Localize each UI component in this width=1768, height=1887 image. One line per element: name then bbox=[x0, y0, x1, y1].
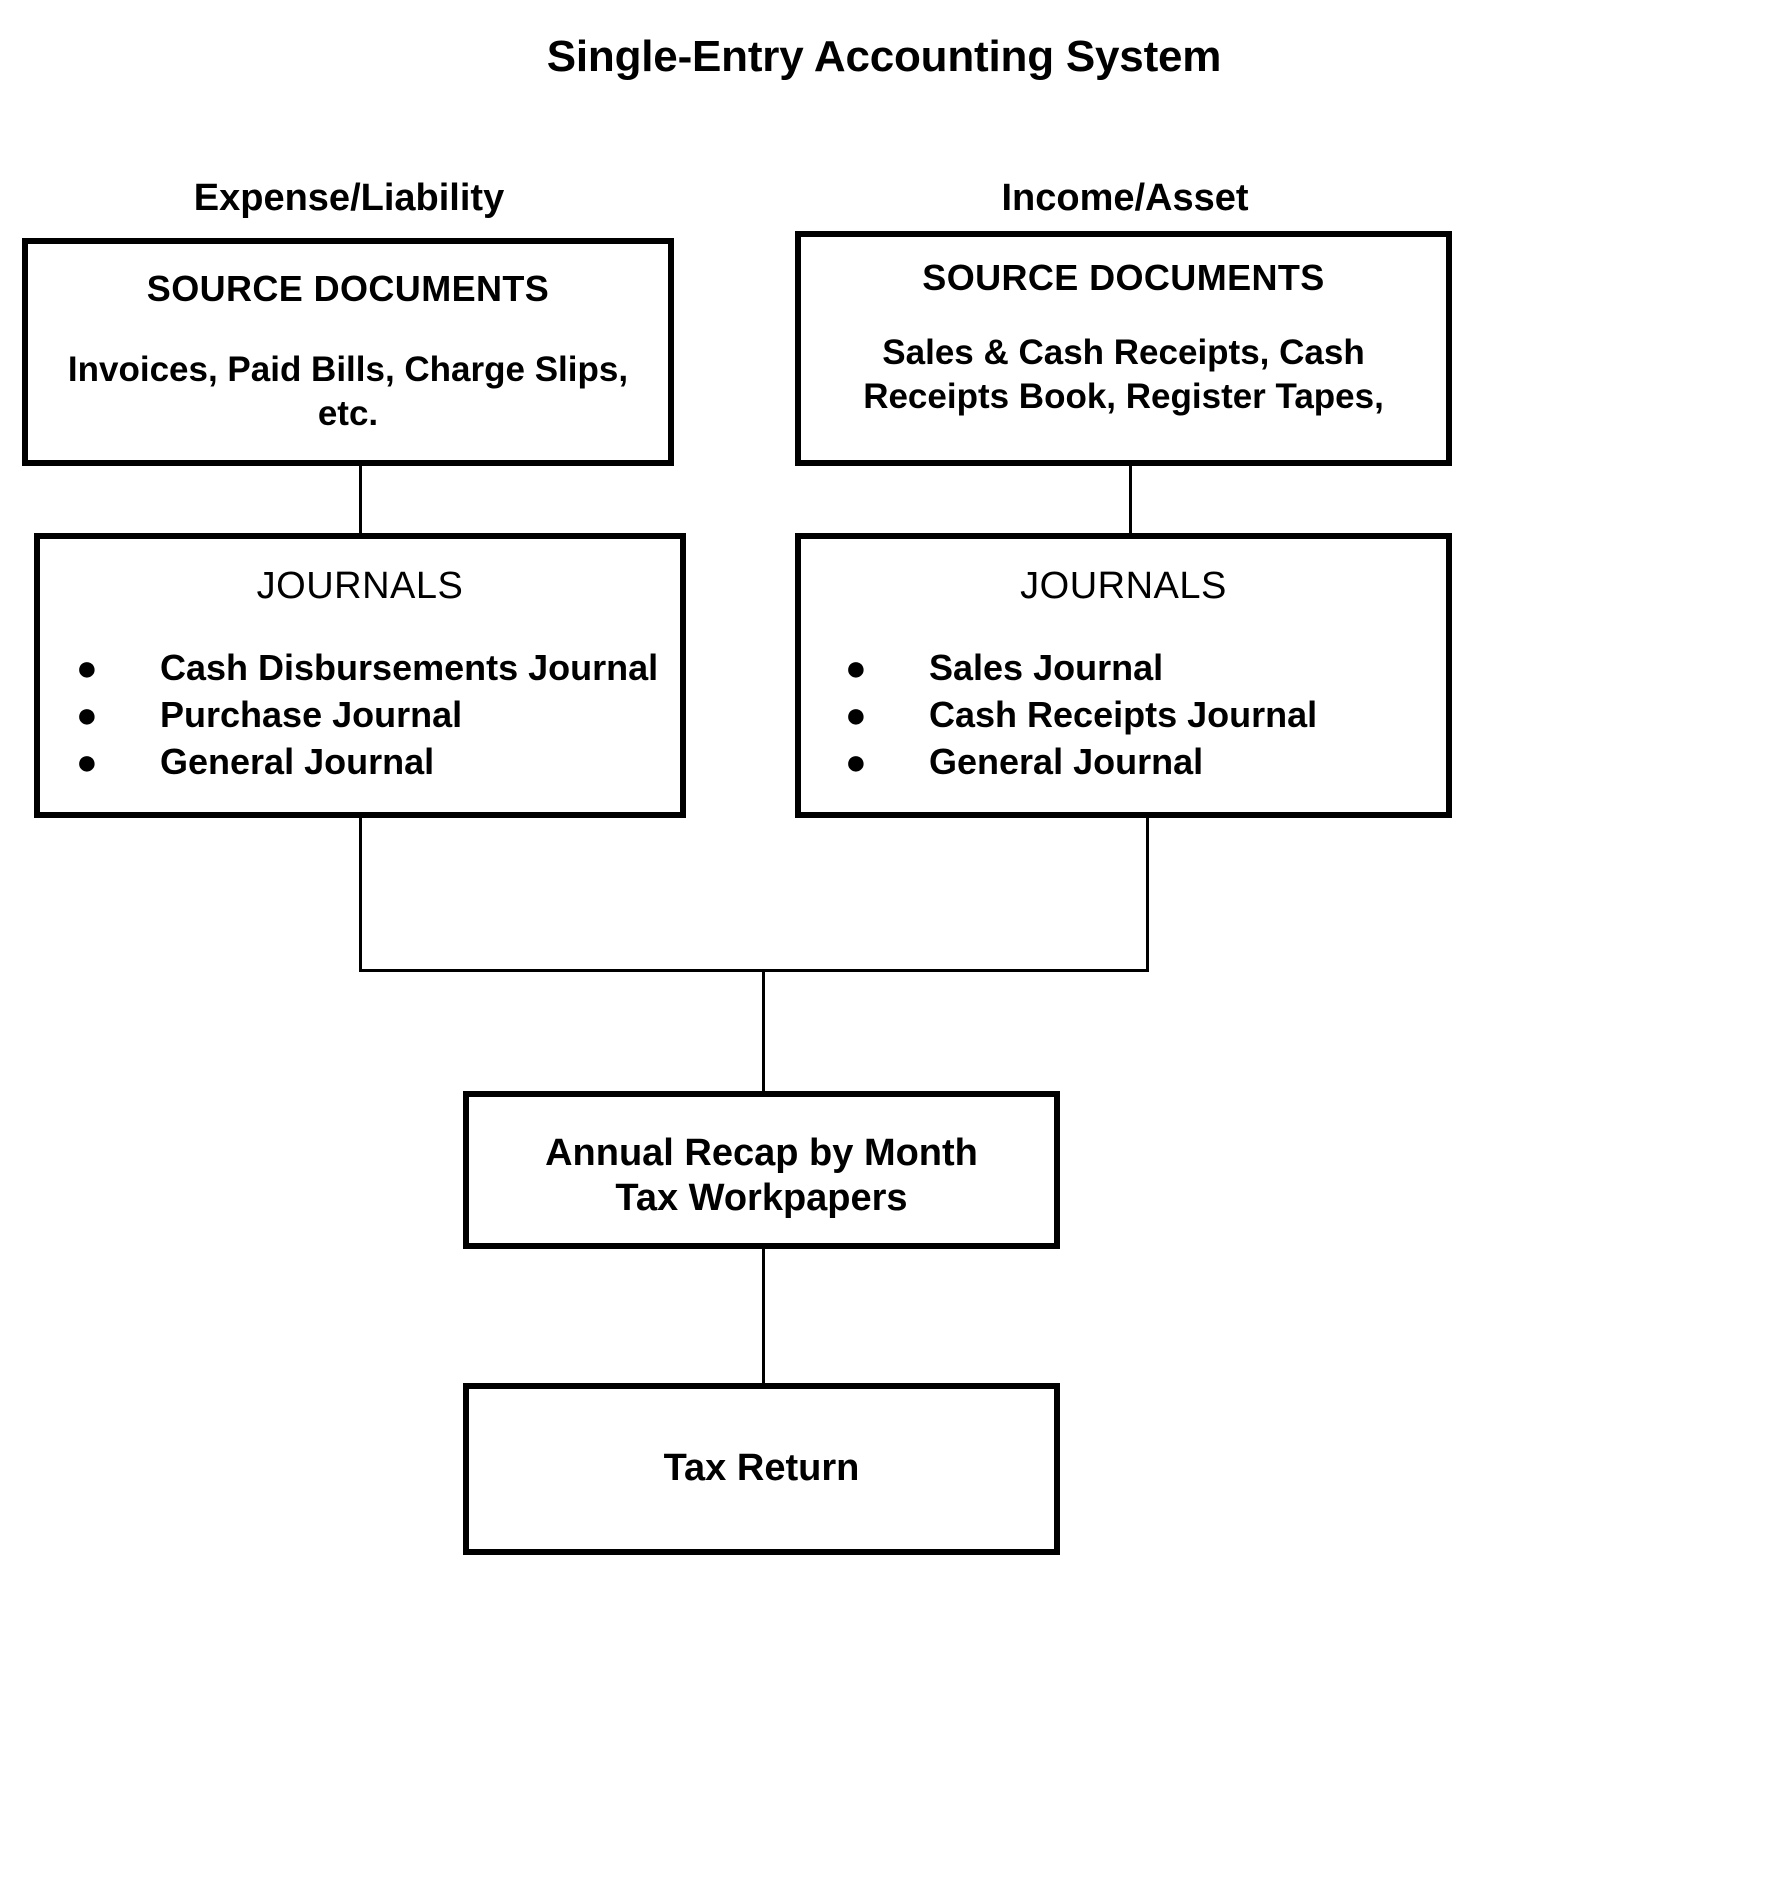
journals-expense-title: JOURNALS bbox=[256, 565, 464, 607]
list-item: ● Purchase Journal bbox=[76, 691, 680, 738]
source-documents-expense-title: SOURCE DOCUMENTS bbox=[146, 268, 550, 309]
list-item-label: General Journal bbox=[160, 741, 435, 783]
connector-recap-to-tax-return bbox=[762, 1249, 765, 1383]
list-item-label: General Journal bbox=[929, 741, 1204, 783]
journals-income-box: JOURNALS ● Sales Journal ● Cash Receipts… bbox=[795, 533, 1452, 818]
bullet-icon: ● bbox=[845, 647, 867, 688]
list-item: ● Cash Disbursements Journal bbox=[76, 644, 680, 691]
source-documents-income-title: SOURCE DOCUMENTS bbox=[922, 257, 1325, 298]
tax-return-label: Tax Return bbox=[663, 1447, 860, 1489]
tax-return-box: Tax Return bbox=[463, 1383, 1060, 1555]
journals-expense-box: JOURNALS ● Cash Disbursements Journal ● … bbox=[34, 533, 686, 818]
bullet-icon: ● bbox=[76, 694, 98, 736]
annual-recap-line-2: Tax Workpapers bbox=[615, 1176, 908, 1219]
connector-bus-to-recap bbox=[762, 969, 765, 1091]
bullet-icon: ● bbox=[845, 694, 867, 736]
list-item-label: Cash Disbursements Journal bbox=[160, 647, 659, 688]
list-item: ● General Journal bbox=[76, 738, 680, 785]
list-item: ● General Journal bbox=[845, 738, 1446, 785]
annual-recap-box: Annual Recap by Month Tax Workpapers bbox=[463, 1091, 1060, 1249]
source-documents-expense-body: Invoices, Paid Bills, Charge Slips, etc. bbox=[67, 350, 629, 433]
source-documents-income-box: SOURCE DOCUMENTS Sales & Cash Receipts, … bbox=[795, 231, 1452, 466]
bullet-icon: ● bbox=[76, 647, 98, 688]
source-documents-expense-box: SOURCE DOCUMENTS Invoices, Paid Bills, C… bbox=[22, 238, 674, 466]
bullet-icon: ● bbox=[845, 741, 867, 783]
source-documents-income-body: Sales & Cash Receipts, Cash Receipts Boo… bbox=[863, 333, 1384, 416]
journals-income-list: ● Sales Journal ● Cash Receipts Journal … bbox=[801, 644, 1446, 785]
connector-journals-income-down bbox=[1146, 818, 1149, 970]
list-item-label: Purchase Journal bbox=[160, 694, 463, 736]
connector-source-to-journals-expense bbox=[359, 466, 362, 533]
journals-income-title: JOURNALS bbox=[1020, 565, 1227, 607]
list-item-label: Sales Journal bbox=[929, 647, 1164, 688]
list-item: ● Cash Receipts Journal bbox=[845, 691, 1446, 738]
column-header-income-asset: Income/Asset bbox=[1001, 177, 1249, 219]
bullet-icon: ● bbox=[76, 741, 98, 783]
page-title: Single-Entry Accounting System bbox=[546, 32, 1222, 81]
list-item-label: Cash Receipts Journal bbox=[929, 694, 1318, 736]
annual-recap-line-1: Annual Recap by Month bbox=[545, 1132, 978, 1174]
list-item: ● Sales Journal bbox=[845, 644, 1446, 691]
connector-journals-expense-down bbox=[359, 818, 362, 970]
connector-merge-bus bbox=[359, 969, 1149, 972]
connector-source-to-journals-income bbox=[1129, 466, 1132, 533]
column-header-expense-liability: Expense/Liability bbox=[193, 177, 505, 219]
journals-expense-list: ● Cash Disbursements Journal ● Purchase … bbox=[40, 644, 680, 785]
annual-recap-body: Annual Recap by Month Tax Workpapers bbox=[469, 1131, 1054, 1221]
